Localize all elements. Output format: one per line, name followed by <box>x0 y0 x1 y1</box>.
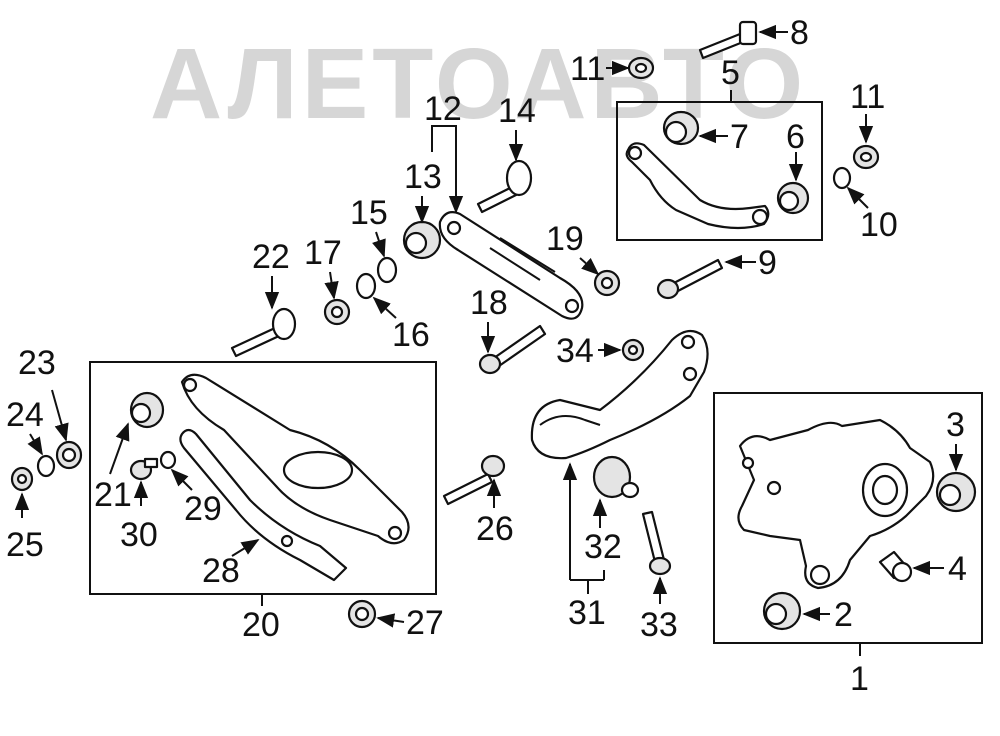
callout-29: 29 <box>184 490 222 528</box>
callout-20: 20 <box>242 606 280 644</box>
watermark-logo: АЛЕТОАВТО <box>150 28 807 140</box>
callout-7: 7 <box>730 118 749 156</box>
leader-12 <box>431 125 457 138</box>
callout-3: 3 <box>946 406 965 444</box>
nut-11-left <box>627 56 655 80</box>
callout-18: 18 <box>470 284 508 322</box>
callout-32: 32 <box>584 528 622 566</box>
leader-19 <box>579 257 600 276</box>
washer-16 <box>355 272 377 300</box>
pin-4 <box>878 550 913 583</box>
callout-10: 10 <box>860 206 898 244</box>
callout-26: 26 <box>476 510 514 548</box>
bolt-22 <box>230 307 297 358</box>
callout-34: 34 <box>556 332 594 370</box>
callout-21: 21 <box>94 476 132 514</box>
callout-19: 19 <box>546 220 584 258</box>
leader-29 <box>170 468 193 491</box>
bushing-6 <box>776 181 810 215</box>
callout-23: 23 <box>18 344 56 382</box>
leader-15 <box>372 231 386 258</box>
callout-15: 15 <box>350 194 388 232</box>
callout-5: 5 <box>721 54 740 92</box>
nut-19 <box>593 269 621 297</box>
callout-33: 33 <box>640 606 678 644</box>
bushing-23 <box>55 440 83 470</box>
callout-11b: 11 <box>850 78 885 116</box>
callout-17: 17 <box>304 234 342 272</box>
bushing-21 <box>129 391 165 429</box>
group-box-5 <box>616 101 823 241</box>
knuckle-1 <box>737 418 935 590</box>
callout-8: 8 <box>790 14 809 52</box>
washer-24 <box>36 454 56 478</box>
callout-25: 25 <box>6 526 44 564</box>
callout-13: 13 <box>404 158 442 196</box>
callout-31: 31 <box>568 594 606 632</box>
spring-seat-28 <box>179 428 348 582</box>
washer-10 <box>832 166 852 190</box>
upper-arm-5 <box>625 142 770 230</box>
callout-12: 12 <box>424 90 462 128</box>
bolt-33 <box>641 510 672 576</box>
callout-22: 22 <box>252 238 290 276</box>
leader-16 <box>372 296 397 319</box>
callout-27: 27 <box>406 604 444 642</box>
nut-34 <box>621 338 645 362</box>
bolt-14 <box>476 159 533 214</box>
callout-11a: 11 <box>570 50 605 88</box>
nut-27 <box>347 599 377 629</box>
callout-6: 6 <box>786 118 805 156</box>
nut-11-right <box>852 144 880 170</box>
bushing-3 <box>935 471 977 513</box>
callout-14: 14 <box>498 92 536 130</box>
lower-arm-20 <box>180 373 410 545</box>
bolt-9 <box>656 258 724 300</box>
bushing-32 <box>592 455 640 499</box>
leader-10 <box>846 186 869 209</box>
nut-25 <box>10 466 34 492</box>
leader-28 <box>231 539 260 557</box>
washer-15 <box>376 256 398 284</box>
callout-1: 1 <box>850 660 869 698</box>
callout-4: 4 <box>948 550 967 588</box>
callout-28: 28 <box>202 552 240 590</box>
callout-24: 24 <box>6 396 44 434</box>
leader-21 <box>109 422 130 475</box>
bushing-2 <box>762 591 802 631</box>
callout-2: 2 <box>834 596 853 634</box>
bushing-7 <box>662 110 700 146</box>
group-box-1 <box>713 392 983 644</box>
nut-17 <box>323 298 351 326</box>
leader-27 <box>376 613 405 628</box>
bolt-18 <box>478 324 547 375</box>
bolt-8 <box>698 20 758 60</box>
bushing-13 <box>402 220 442 260</box>
callout-9: 9 <box>758 244 777 282</box>
leader-17 <box>324 271 339 300</box>
callout-16: 16 <box>392 316 430 354</box>
leader-23 <box>51 389 69 442</box>
washer-29 <box>159 450 177 470</box>
bolt-30 <box>129 457 159 481</box>
callout-30: 30 <box>120 516 158 554</box>
trailing-arm-31 <box>530 329 709 460</box>
leader-24 <box>27 433 43 456</box>
